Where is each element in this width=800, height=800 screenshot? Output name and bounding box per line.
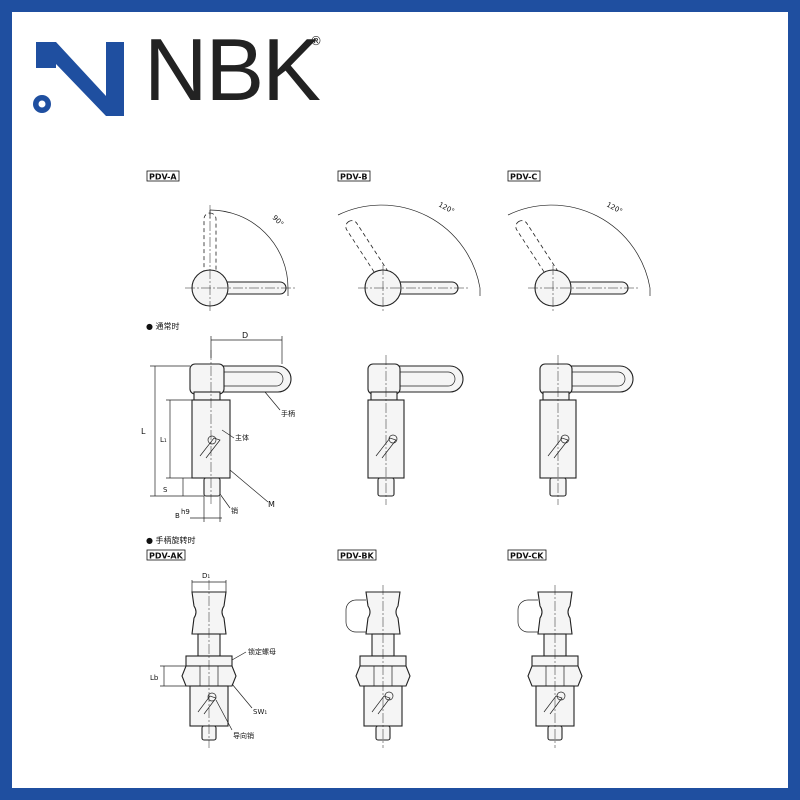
dim-m: M <box>268 500 275 509</box>
pdv-a-top-view: 90° <box>185 205 296 312</box>
pdv-b-front-view <box>367 355 464 505</box>
pdv-c-front-view <box>539 355 634 505</box>
svg-text:PDV-AK: PDV-AK <box>149 552 184 561</box>
model-label-pdv-b: PDV-B <box>337 170 371 182</box>
angle-label-pdv-a: 90° <box>271 214 285 228</box>
dim-sw1: SW₁ <box>253 708 267 716</box>
dim-d1: D₁ <box>202 572 210 580</box>
dim-d: D <box>242 331 248 340</box>
callout-pin: 销 <box>231 506 238 515</box>
dim-l: L <box>141 427 146 436</box>
nbk-logo-mark-icon <box>33 42 124 116</box>
pdv-ak-front-view: D₁ Lb 锁定螺母 SW₁ 导向销 <box>150 572 276 748</box>
dim-b-tolerance: h9 <box>181 508 190 516</box>
angle-label-pdv-b: 120° <box>437 201 456 216</box>
model-label-pdv-bk: PDV-BK <box>337 549 377 561</box>
callout-handle: 手柄 <box>281 409 295 418</box>
section-title-normal: ● 通常时 <box>146 321 180 331</box>
svg-text:PDV-C: PDV-C <box>510 173 537 182</box>
svg-text:PDV-B: PDV-B <box>340 173 368 182</box>
pdv-ck-front-view <box>517 585 583 748</box>
registered-mark: ® <box>310 34 322 48</box>
pdv-bk-front-view <box>345 585 411 748</box>
svg-text:PDV-BK: PDV-BK <box>340 552 375 561</box>
model-label-pdv-a: PDV-A <box>146 170 180 182</box>
svg-text:PDV-CK: PDV-CK <box>510 552 544 561</box>
dim-lb: Lb <box>150 674 159 682</box>
nbk-logo: NBK ® <box>18 20 322 119</box>
section-title-rotated: ● 手柄旋转时 <box>146 535 196 545</box>
pdv-c-top-view: 120° <box>507 201 651 312</box>
pdv-b-top-view: 120° <box>337 201 481 312</box>
model-label-pdv-c: PDV-C <box>507 170 541 182</box>
callout-guide-pin: 导向销 <box>233 731 254 740</box>
dim-b: B <box>175 512 180 520</box>
angle-label-pdv-c: 120° <box>605 201 624 216</box>
pdv-a-front-view: D L L₁ S B h9 M 手柄 主体 销 <box>141 331 295 522</box>
svg-text:PDV-A: PDV-A <box>149 173 177 182</box>
dim-l1: L₁ <box>160 436 167 444</box>
model-label-pdv-ck: PDV-CK <box>507 549 547 561</box>
dim-s: S <box>163 486 168 494</box>
callout-lock-nut: 锁定螺母 <box>248 647 276 656</box>
model-label-pdv-ak: PDV-AK <box>146 549 186 561</box>
brand-name: NBK <box>144 20 321 119</box>
callout-body: 主体 <box>235 433 249 442</box>
